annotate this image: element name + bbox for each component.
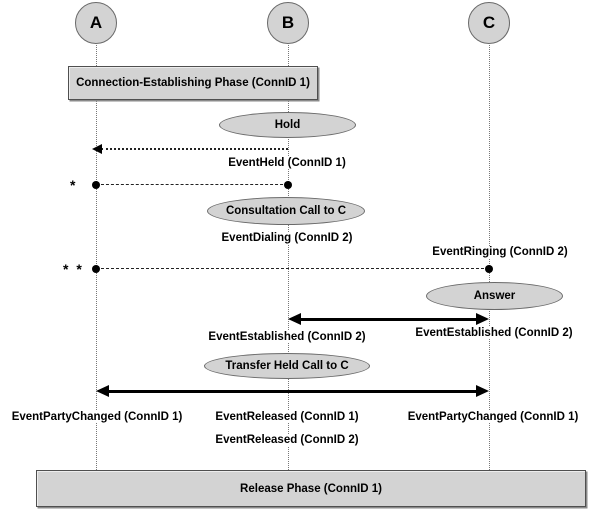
event-held-label: EventHeld (ConnID 1) bbox=[225, 157, 349, 169]
sync-line-ab bbox=[96, 184, 288, 185]
event-established-left-label: EventEstablished (ConnID 2) bbox=[205, 331, 369, 343]
sync-marker-single-star: * bbox=[70, 177, 78, 193]
sync-marker-double-star: * * bbox=[63, 261, 84, 277]
action-ellipse-consultation: Consultation Call to C bbox=[207, 197, 365, 225]
party-circle-a: A bbox=[75, 2, 117, 44]
sync-dot-b1 bbox=[284, 181, 292, 189]
sync-line-ac bbox=[96, 268, 489, 269]
event-held-arrowhead-icon bbox=[92, 144, 102, 154]
action-ellipse-answer: Answer bbox=[426, 282, 563, 310]
sync-dot-a1 bbox=[92, 181, 100, 189]
event-established-right-label: EventEstablished (ConnID 2) bbox=[412, 327, 576, 339]
phase-box-release: Release Phase (ConnID 1) bbox=[36, 470, 586, 507]
established-arrow-line bbox=[297, 318, 480, 321]
transfer-arrowhead-left-icon bbox=[96, 385, 109, 397]
sync-dot-a2 bbox=[92, 265, 100, 273]
action-hold-label: Hold bbox=[274, 119, 301, 131]
lifeline-b bbox=[288, 45, 289, 470]
party-label-a: A bbox=[89, 13, 103, 32]
party-label-b: B bbox=[281, 13, 295, 32]
event-party-changed-right-label: EventPartyChanged (ConnID 1) bbox=[404, 411, 582, 423]
lifeline-a bbox=[96, 45, 97, 470]
action-answer-label: Answer bbox=[473, 290, 516, 302]
phase-box-release-label: Release Phase (ConnID 1) bbox=[240, 482, 382, 495]
sync-dot-c1 bbox=[485, 265, 493, 273]
transfer-arrowhead-right-icon bbox=[476, 385, 489, 397]
party-label-c: C bbox=[482, 13, 496, 32]
transfer-arrow-line bbox=[105, 390, 480, 393]
phase-box-connection-establishing: Connection-Establishing Phase (ConnID 1) bbox=[68, 66, 318, 100]
party-circle-c: C bbox=[468, 2, 510, 44]
event-released-conn1-label: EventReleased (ConnID 1) bbox=[212, 411, 362, 423]
event-party-changed-left-label: EventPartyChanged (ConnID 1) bbox=[8, 411, 186, 423]
action-transfer-label: Transfer Held Call to C bbox=[225, 360, 349, 372]
action-ellipse-hold: Hold bbox=[219, 112, 356, 138]
event-dialing-label: EventDialing (ConnID 2) bbox=[218, 232, 356, 244]
established-arrowhead-left-icon bbox=[288, 313, 301, 325]
event-held-line bbox=[101, 148, 288, 150]
action-consultation-label: Consultation Call to C bbox=[225, 205, 347, 217]
event-released-conn2-label: EventReleased (ConnID 2) bbox=[212, 434, 362, 446]
party-circle-b: B bbox=[267, 2, 309, 44]
established-arrowhead-right-icon bbox=[476, 313, 489, 325]
phase-box-connection-establishing-label: Connection-Establishing Phase (ConnID 1) bbox=[76, 77, 310, 89]
action-ellipse-transfer: Transfer Held Call to C bbox=[204, 353, 370, 379]
event-ringing-label: EventRinging (ConnID 2) bbox=[429, 246, 571, 258]
